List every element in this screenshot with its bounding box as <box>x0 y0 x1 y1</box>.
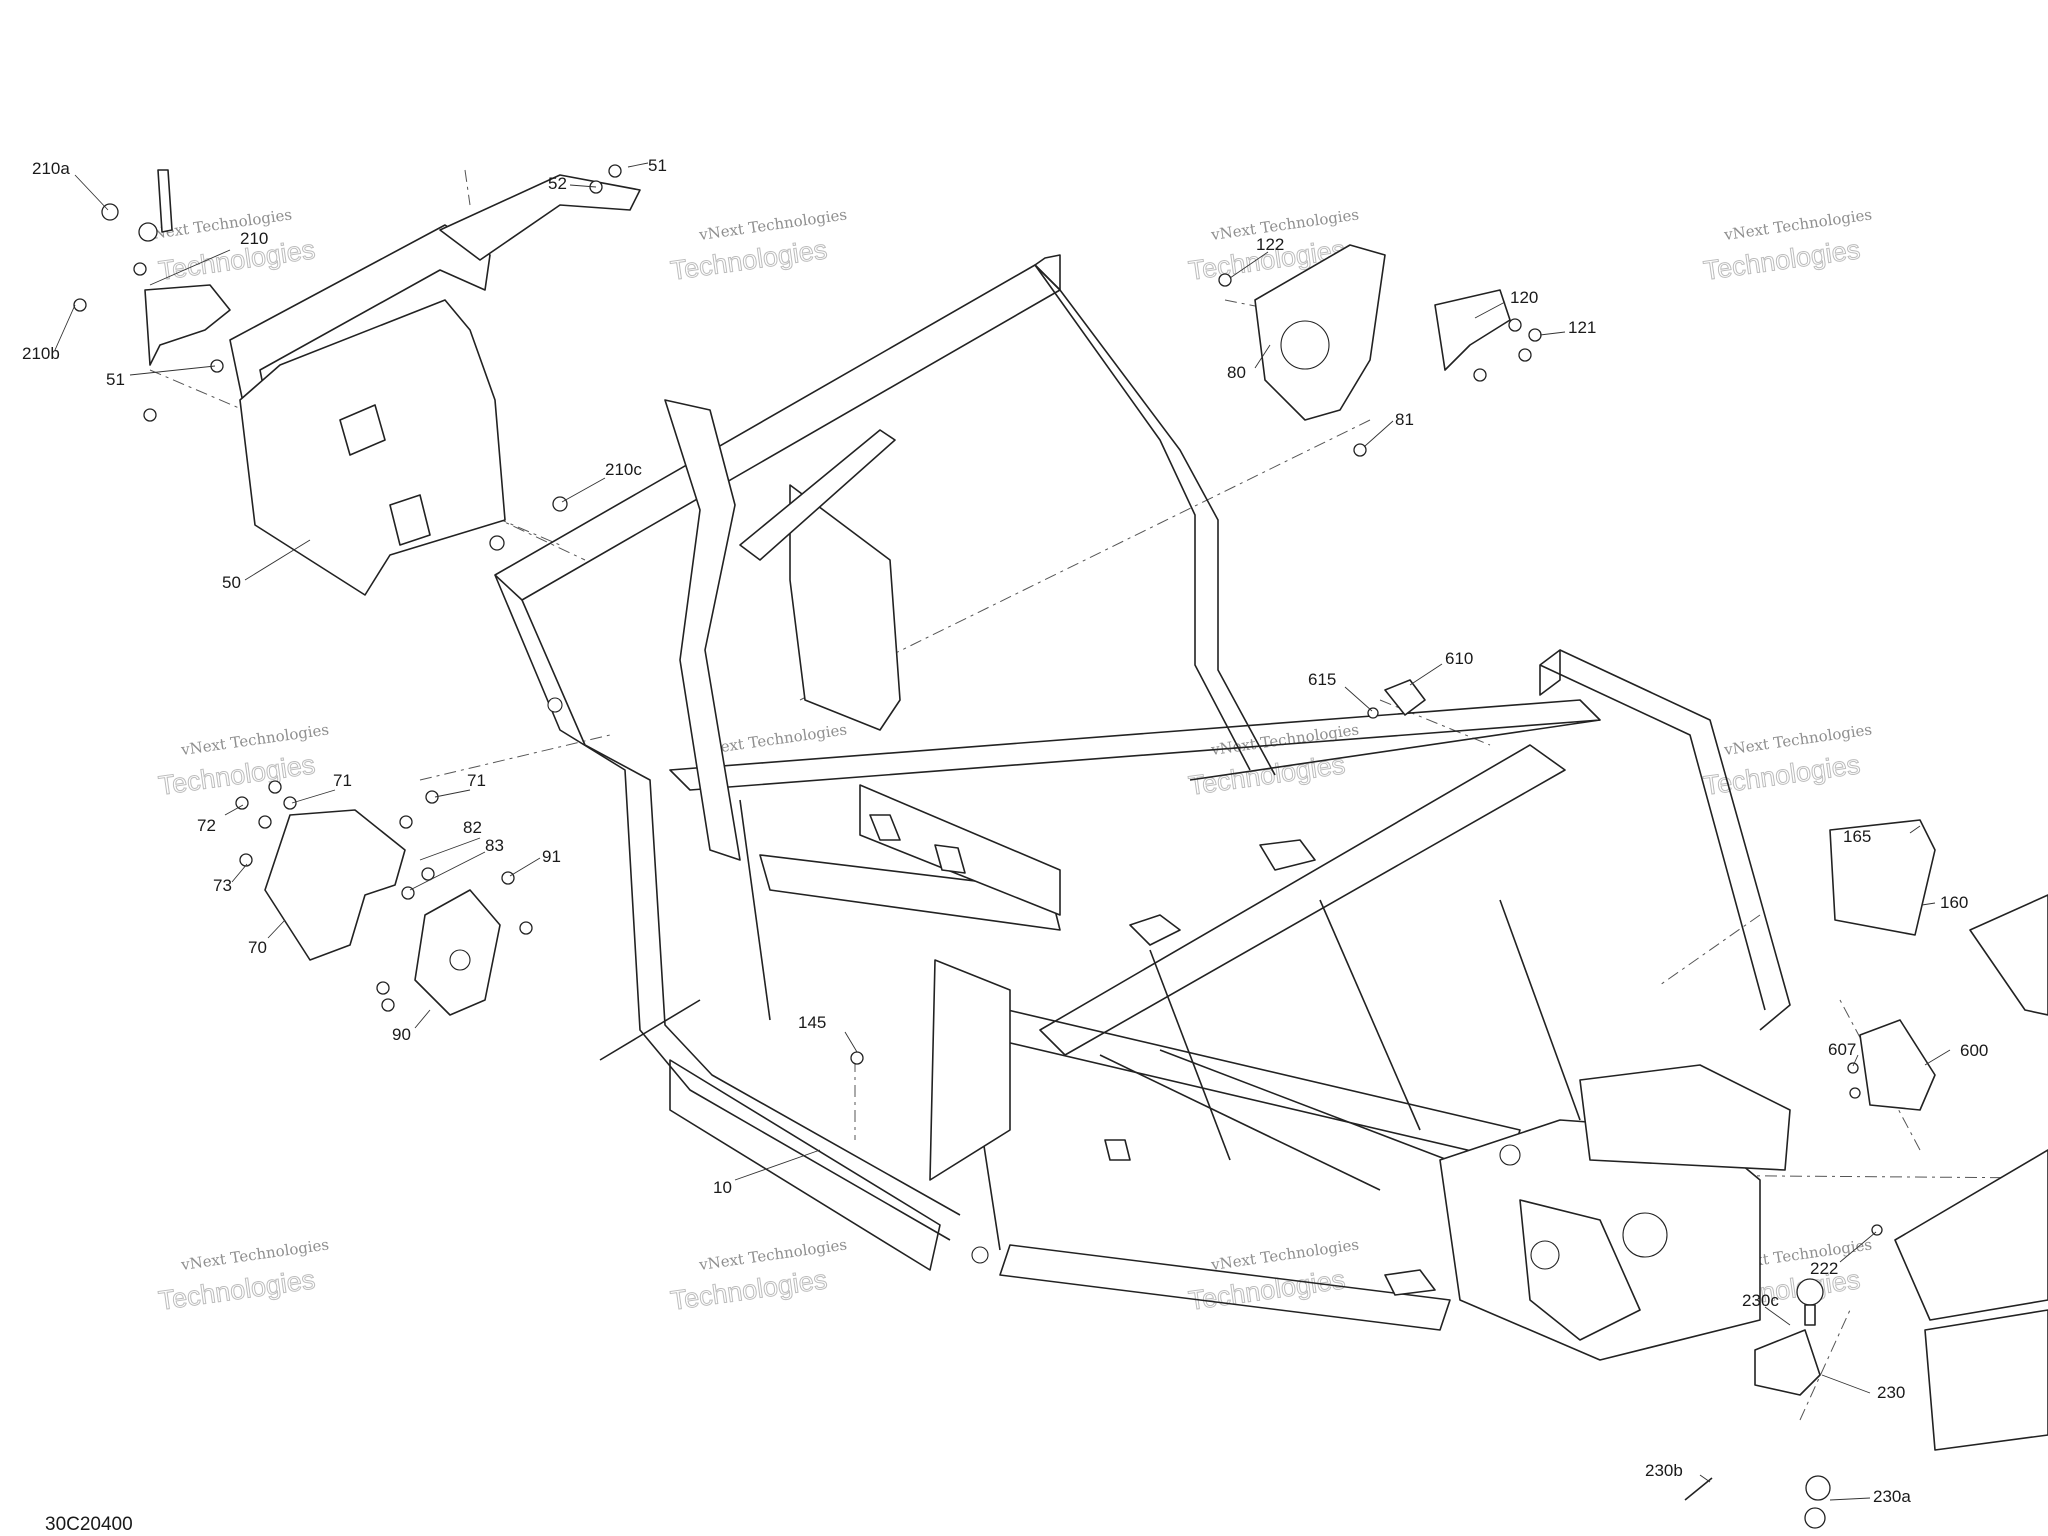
callout-71-right: 71 <box>467 771 486 790</box>
callout-51-left: 51 <box>106 370 125 389</box>
callout-160: 160 <box>1940 893 1968 912</box>
watermark: Technologies <box>156 1264 317 1317</box>
callout-73: 73 <box>213 876 232 895</box>
main-frame <box>494 254 1791 1361</box>
callout-610: 610 <box>1445 649 1473 668</box>
callout-121: 121 <box>1568 318 1596 337</box>
callout-50: 50 <box>222 573 241 592</box>
callout-72: 72 <box>197 816 216 835</box>
watermark-line2: Technologies <box>157 234 317 286</box>
part-50-front-bumper <box>229 174 641 596</box>
callout-90: 90 <box>392 1025 411 1044</box>
watermark-line1: vNext Technologies <box>697 1235 848 1274</box>
callout-165: 165 <box>1843 827 1871 846</box>
callout-83: 83 <box>485 836 504 855</box>
callout-91: 91 <box>542 847 561 866</box>
part-70-bracket <box>264 809 406 961</box>
callout-230c: 230c <box>1742 1291 1779 1310</box>
callout-210: 210 <box>240 229 268 248</box>
callout-52: 52 <box>548 174 567 193</box>
callout-71-left: 71 <box>333 771 352 790</box>
leader-lines <box>54 162 1951 1501</box>
part-160-panel <box>1969 894 2048 1016</box>
part-610-hook <box>1129 679 1426 946</box>
part-165-panel <box>1829 819 1936 936</box>
watermark-line2: Technologies <box>669 234 829 286</box>
part-230-hitch <box>1684 1278 1831 1529</box>
callout-210b: 210b <box>22 344 60 363</box>
watermark: Technologies <box>668 234 829 287</box>
watermark-line2: Technologies <box>157 749 317 801</box>
callout-51-top: 51 <box>648 156 667 175</box>
callouts: 210a 210 210b 51 52 51 210c 50 122 120 1… <box>22 156 1988 1506</box>
watermark: vNext Technologies <box>697 205 848 244</box>
callout-230: 230 <box>1877 1383 1905 1402</box>
drawing-id: 30C20400 <box>45 1514 133 1535</box>
callout-82: 82 <box>463 818 482 837</box>
watermark: Technologies <box>1186 749 1347 802</box>
callout-615: 615 <box>1308 670 1336 689</box>
rear-panel <box>1894 1149 2048 1451</box>
callout-607: 607 <box>1828 1040 1856 1059</box>
watermark: vNext Technologies <box>697 1235 848 1274</box>
watermark-line2: Technologies <box>669 1264 829 1316</box>
part-600-bracket <box>1859 1019 1936 1111</box>
watermark: Technologies <box>156 234 317 287</box>
callout-145: 145 <box>798 1013 826 1032</box>
callout-10: 10 <box>713 1178 732 1197</box>
hardware <box>73 164 1883 1236</box>
watermark: Technologies <box>668 1264 829 1317</box>
callout-122: 122 <box>1256 235 1284 254</box>
callout-70: 70 <box>248 938 267 957</box>
callout-600: 600 <box>1960 1041 1988 1060</box>
callout-81: 81 <box>1395 410 1414 429</box>
watermark-line2: Technologies <box>1187 749 1347 801</box>
part-210-bracket <box>101 169 231 366</box>
watermark-line2: Technologies <box>157 1264 317 1316</box>
callout-80: 80 <box>1227 363 1246 382</box>
part-80-mount <box>1254 244 1511 421</box>
callout-210c: 210c <box>605 460 642 479</box>
callout-120: 120 <box>1510 288 1538 307</box>
watermark-line1: vNext Technologies <box>697 205 848 244</box>
callout-210a: 210a <box>32 159 70 178</box>
callout-230b: 230b <box>1645 1461 1683 1480</box>
callout-222: 222 <box>1810 1259 1838 1278</box>
watermark: Technologies <box>156 749 317 802</box>
callout-230a: 230a <box>1873 1487 1911 1506</box>
part-90-bracket <box>414 889 501 1016</box>
